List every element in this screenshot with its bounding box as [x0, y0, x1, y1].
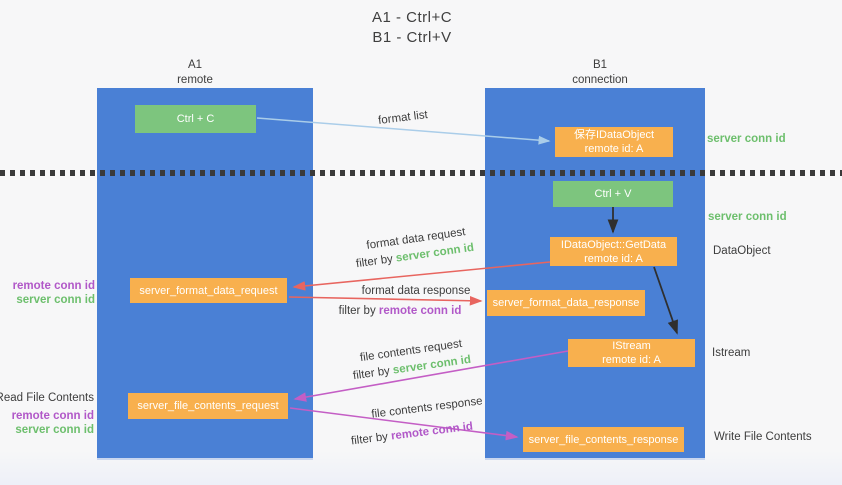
right-column-header: B1 connection	[540, 58, 660, 88]
remote-conn-id-annotation: remote conn id	[12, 280, 95, 292]
right-column-subtitle: connection	[572, 74, 628, 86]
server-conn-id-annotation: server conn id	[15, 424, 94, 436]
left-column-name: A1	[187, 59, 203, 71]
getdata-line2: remote id: A	[584, 252, 643, 265]
title-line-b1: B1 - Ctrl+V	[372, 29, 452, 46]
getdata-line1: IDataObject::GetData	[560, 238, 667, 251]
read-file-contents-annotation-group: Read File Contents remote conn id server…	[0, 391, 94, 437]
filter-by-text: filter by	[355, 253, 394, 271]
read-file-contents-annotation: Read File Contents	[0, 392, 94, 404]
dataobject-annotation: DataObject	[713, 245, 771, 257]
istream-node: IStream remote id: A	[568, 339, 695, 367]
server-format-data-response-label: server_format_data_response	[492, 297, 640, 309]
filter-by-remote-conn-id-label-1: filter by remote conn id	[339, 305, 462, 317]
save-dataobject-line1: 保存IDataObject	[573, 129, 655, 141]
server-file-contents-response-node: server_file_contents_response	[523, 427, 684, 452]
remote-conn-id-annotation: remote conn id	[11, 410, 94, 422]
left-column-subtitle: remote	[177, 74, 213, 86]
server-conn-id-annotation-mid: server conn id	[708, 211, 787, 223]
format-data-response-label: format data response	[361, 285, 471, 297]
server-format-data-response-node: server_format_data_response	[487, 290, 645, 316]
file-contents-response-label: file contents response	[370, 395, 484, 421]
title-line-a1: A1 - Ctrl+C	[371, 9, 453, 26]
istream-line1: IStream	[612, 340, 651, 352]
remote-conn-id-text: remote conn id	[378, 305, 462, 317]
write-file-contents-annotation: Write File Contents	[714, 431, 812, 443]
server-conn-id-annotation: server conn id	[16, 294, 95, 306]
left-conn-id-annotation-group: remote conn id server conn id	[13, 279, 95, 307]
istream-line2: remote id: A	[602, 354, 661, 366]
server-file-contents-request-label: server_file_contents_request	[137, 400, 279, 412]
server-file-contents-response-label: server_file_contents_response	[528, 433, 679, 446]
ctrl-c-node: Ctrl + C	[135, 105, 256, 133]
remote-conn-id-text: remote conn id	[390, 420, 474, 443]
format-list-label: format list	[377, 109, 429, 127]
machine-boundary-dotted-line	[0, 170, 842, 176]
save-dataobject-line2: remote id: A	[584, 143, 644, 155]
ctrl-v-label: Ctrl + V	[594, 188, 632, 200]
ctrl-v-node: Ctrl + V	[553, 181, 673, 207]
istream-annotation: Istream	[712, 347, 751, 359]
arrow-format-data-response	[288, 295, 483, 306]
diagram-title: A1 - Ctrl+C B1 - Ctrl+V	[312, 8, 512, 48]
server-conn-id-annotation-top: server conn id	[707, 133, 786, 145]
filter-by-remote-conn-id-label-2: filter by remote conn id	[350, 421, 473, 448]
server-format-data-request-label: server_format_data_request	[139, 284, 278, 297]
ctrl-c-label: Ctrl + C	[176, 113, 215, 125]
getdata-node: IDataObject::GetData remote id: A	[550, 237, 677, 266]
filter-by-text: filter by	[350, 431, 389, 448]
left-column-header: A1 remote	[135, 58, 255, 88]
server-format-data-request-node: server_format_data_request	[130, 278, 287, 303]
save-dataobject-node: 保存IDataObject remote id: A	[555, 127, 673, 157]
filter-by-text: filter by	[352, 365, 391, 383]
server-file-contents-request-node: server_file_contents_request	[128, 393, 288, 419]
filter-by-text: filter by	[338, 305, 376, 317]
right-column-name: B1	[592, 59, 608, 71]
